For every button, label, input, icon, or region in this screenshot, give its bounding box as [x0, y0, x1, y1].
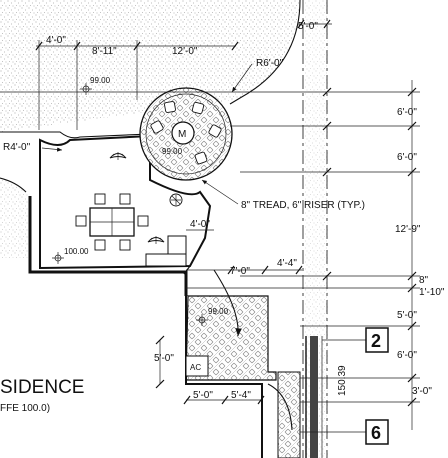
patio-chair [208, 124, 222, 138]
dim-1-10: 1'-10" [419, 287, 445, 298]
bottom-ticks [183, 395, 265, 405]
right-ticks [407, 87, 417, 407]
counter-top [145, 253, 187, 267]
patio-inner-ring [145, 93, 227, 175]
lower-ticks [183, 265, 303, 275]
spot-elev-99-circle: 99.00 [162, 147, 183, 156]
walk-curve [267, 383, 293, 431]
upper-curve [229, 0, 301, 105]
lower-walk-edge [185, 296, 263, 458]
detail-tag-2-box [365, 327, 389, 353]
dim-4-4: 4'-4" [277, 258, 297, 269]
wall-thick [310, 336, 318, 458]
dining-chair [94, 193, 106, 205]
dim-6-0-c: 6'-0" [397, 350, 417, 361]
plant-symbol [147, 236, 165, 244]
walk-strip [277, 371, 301, 458]
dim-6-0-a: 6'-0" [397, 107, 417, 118]
plan-title: SIDENCE [0, 377, 84, 398]
dim-6-0-b: 6'-0" [397, 152, 417, 163]
spot-elevation-marker [196, 314, 208, 326]
dim-7-0: 7'-0" [230, 266, 250, 277]
dining-chair [94, 239, 106, 251]
dim-r4-0: R4'-0" [3, 142, 31, 153]
left-lower-ticks [155, 335, 165, 389]
spot-elev-99-lower: 99.00 [208, 307, 229, 316]
dim-5-0-top: 5'-0" [298, 21, 318, 32]
dim-5-0-left: 5'-0" [154, 353, 174, 364]
dim-12-9: 12'-9" [395, 224, 421, 235]
detail-tag-6-box [365, 419, 389, 445]
r6-leader [231, 63, 253, 93]
dim-3-0: 3'-0" [412, 386, 432, 397]
terrace-outline [39, 134, 212, 270]
shrub-detail [171, 195, 181, 205]
house-wall [28, 196, 188, 296]
detail-tag-2: 2 [371, 331, 381, 351]
landscape-area [0, 0, 300, 132]
plant-symbol [109, 152, 127, 160]
dim-150-39: 150.39 [337, 365, 348, 396]
ac-label: AC [190, 363, 201, 372]
dim-4-0-top: 4'-0" [46, 35, 66, 46]
dim-5-0-right: 5'-0" [397, 310, 417, 321]
spot-elevation-marker [52, 252, 64, 264]
dining-chair [119, 193, 131, 205]
spot-elev-100: 100.00 [64, 247, 89, 256]
r4-leader [41, 147, 63, 152]
ac-unit [185, 355, 209, 377]
patio-chair [150, 120, 164, 134]
patio-chair [194, 151, 208, 165]
dim-8-11: 8'-11" [92, 46, 117, 57]
left-planter-curve [0, 177, 27, 193]
detail-tag-6: 6 [371, 423, 381, 443]
dim-4-0-mid: 4'-0" [190, 219, 210, 230]
tread-leader [201, 179, 239, 205]
dining-chair [137, 215, 149, 227]
landscape-left-edge [0, 178, 30, 258]
terrace-edge [0, 131, 151, 139]
spot-elev-99-top: 99.00 [90, 76, 111, 85]
dim-5-0-bottom: 5'-0" [193, 390, 213, 401]
spot-elevation-marker [80, 83, 92, 95]
patio-chair [164, 101, 176, 113]
dining-chair [119, 239, 131, 251]
dim-5-4: 5'-4" [231, 390, 251, 401]
stair-arc [213, 269, 242, 337]
grill-counter [167, 235, 187, 255]
center-ticks [322, 87, 332, 281]
patio-chair [191, 101, 205, 115]
plan-subtitle: FFE 100.0) [0, 403, 50, 414]
dim-12-0: 12'-0" [172, 46, 198, 57]
dim-8: 8" [419, 275, 429, 286]
fire-pit-symbol: M [178, 129, 186, 140]
dim-r6-0: R6'-0" [256, 58, 284, 69]
top-right-ticks [297, 19, 331, 29]
dining-chair [75, 215, 87, 227]
tread-riser-note: 8" TREAD, 6" RISER (TYP.) [241, 200, 365, 211]
fire-pit [171, 121, 195, 145]
